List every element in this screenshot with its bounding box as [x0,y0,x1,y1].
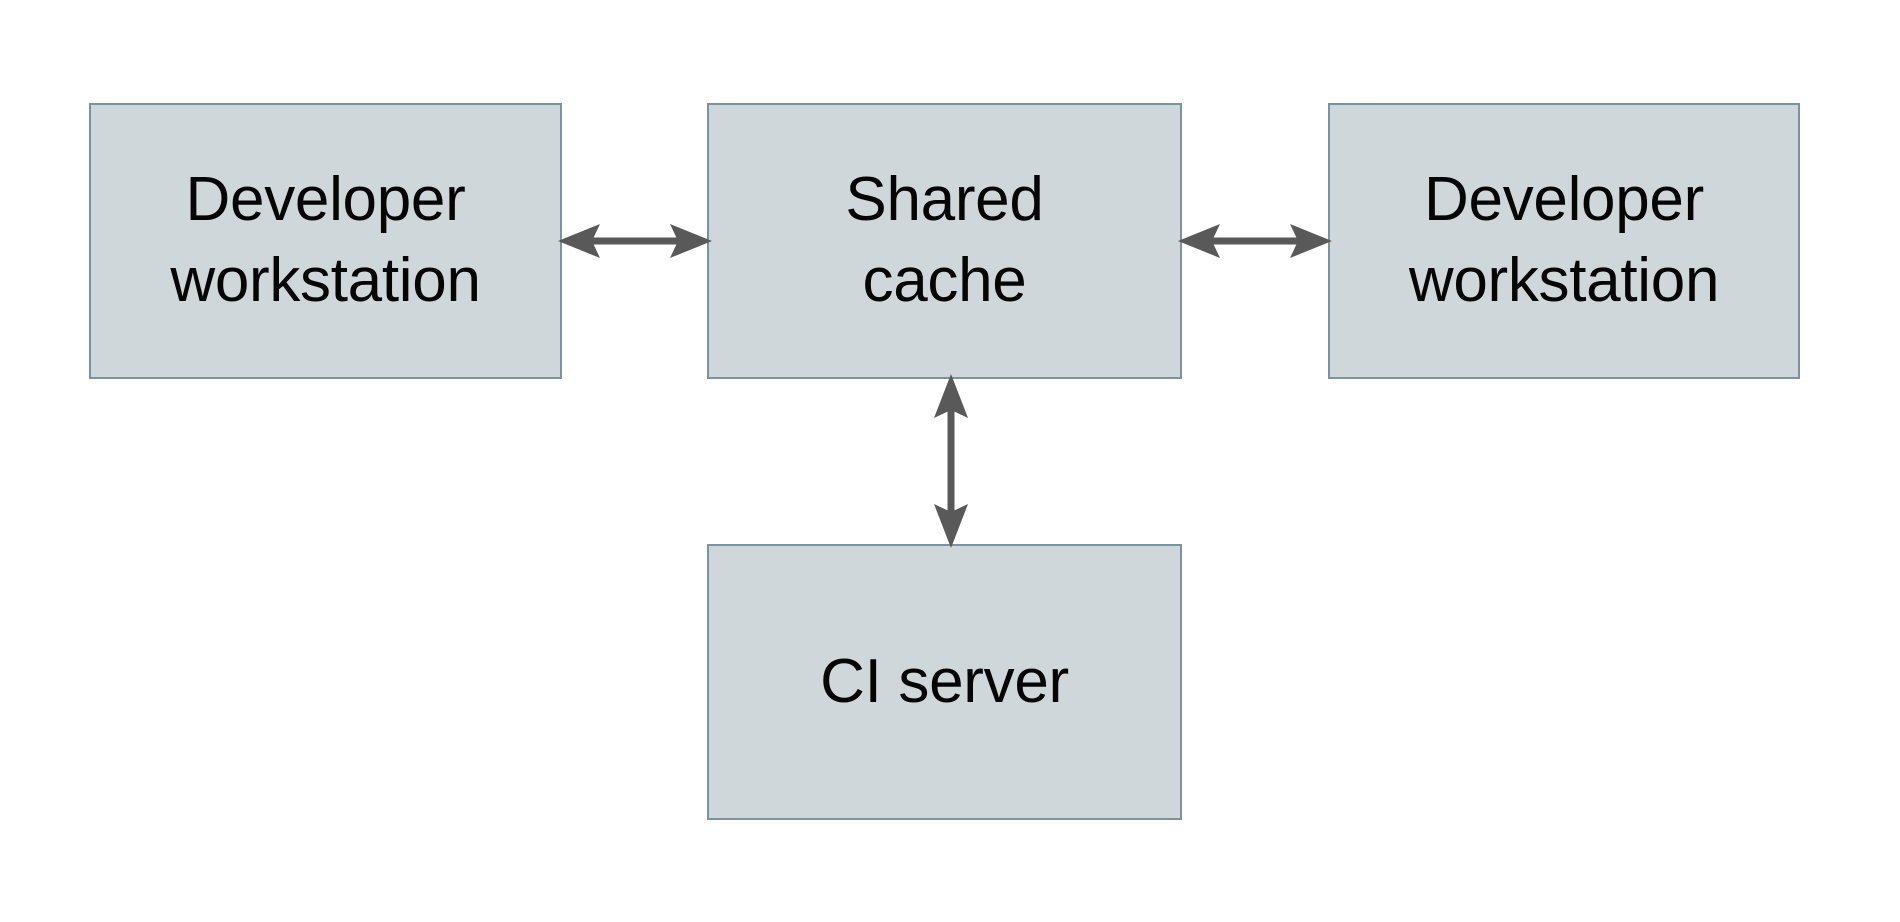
node-ci-server[interactable]: CI server [707,544,1182,820]
node-label: Developer workstation [1408,165,1720,315]
arrowhead-right-icon [670,224,712,258]
connector-shared-cache-to-ci-server [934,374,968,548]
arrowhead-left-icon [1178,224,1220,258]
node-shared-cache[interactable]: Shared cache [707,103,1182,379]
arrowhead-right-icon [1290,224,1332,258]
node-label: Shared cache [845,165,1044,315]
node-developer-workstation-right[interactable]: Developer workstation [1328,103,1800,379]
node-label: CI server [820,646,1069,716]
arrowhead-down-icon [934,504,968,548]
connector-developer-left-to-shared-cache [558,224,712,258]
connector-shared-cache-to-developer-right [1178,224,1332,258]
node-developer-workstation-left[interactable]: Developer workstation [89,103,562,379]
arrowhead-left-icon [558,224,600,258]
node-label: Developer workstation [170,165,481,315]
arrowhead-up-icon [934,374,968,418]
